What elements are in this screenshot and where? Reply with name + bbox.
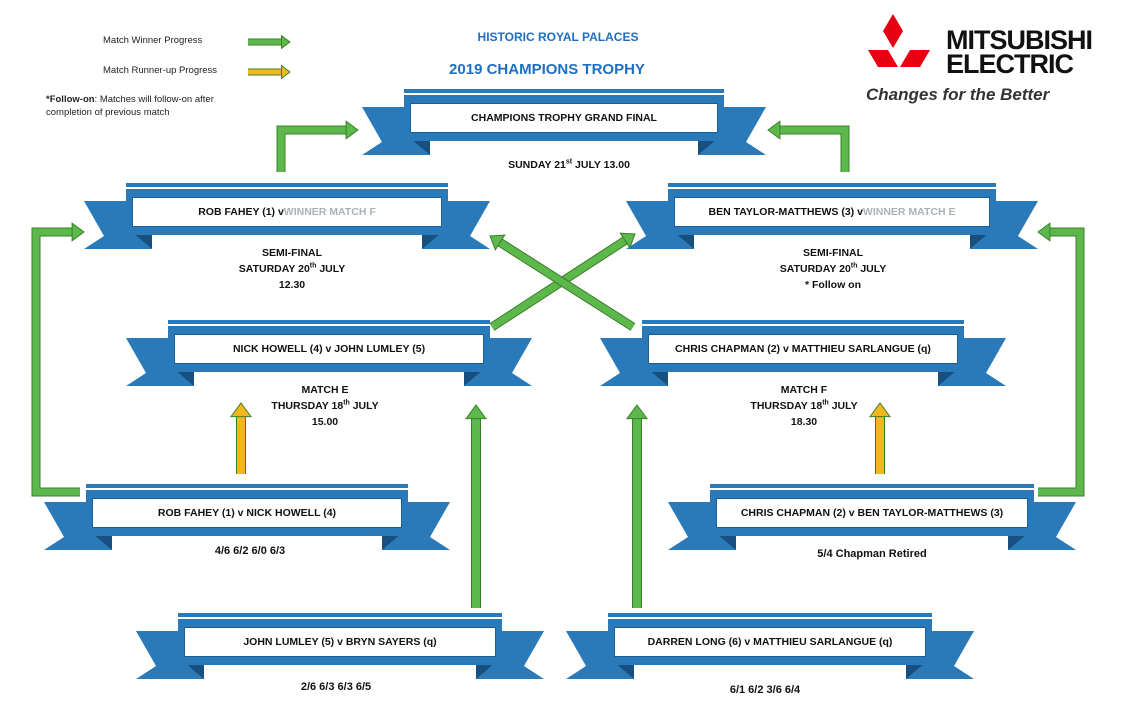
ribbon-banners [44,89,1076,679]
semi-right-info: SEMI-FINAL SATURDAY 20th JULY * Follow o… [779,247,887,291]
legend-followon-note-line2: completion of previous match [46,107,170,118]
semi-right-matchup: BEN TAYLOR-MATTHEWS (3) v WINNER MATCH E [674,197,990,227]
r0-right-score: 6/1 6/2 3/6 6/4 [729,684,801,696]
progress-arrows [31,34,1085,608]
header-org: HISTORIC ROYAL PALACES [477,30,639,44]
match-f-matchup: CHRIS CHAPMAN (2) v MATTHIEU SARLANGUE (… [648,334,958,364]
arrow-semi-right-to-final [767,120,850,172]
legend-winner-label: Match Winner Progress [103,35,203,46]
logo-slogan: Changes for the Better [866,85,1050,104]
mitsubishi-logo-icon [868,14,930,67]
legend-winner-arrow-icon [248,34,291,50]
legend-runnerup-label: Match Runner-up Progress [103,65,218,76]
page-title: 2019 CHAMPIONS TROPHY [449,61,645,78]
arrow-r1-right-to-semi-right [1037,222,1085,497]
logo-wordmark: MITSUBISHI ELECTRIC [946,25,1093,79]
legend-runnerup-arrow-icon [248,64,291,80]
arrow-r0-left-to-match-e [465,404,487,608]
r0-right-matchup: DARREN LONG (6) v MATTHIEU SARLANGUE (q) [614,627,926,657]
r0-left-score: 2/6 6/3 6/3 6/5 [300,681,372,693]
legend-followon-note: *Follow-on: Matches will follow-on after [46,94,214,105]
match-e-matchup: NICK HOWELL (4) v JOHN LUMLEY (5) [174,334,484,364]
arrow-r0-right-to-match-f [626,404,648,608]
r1-right-score: 5/4 Chapman Retired [817,548,927,560]
semi-left-info: SEMI-FINAL SATURDAY 20th JULY 12.30 [238,247,346,291]
arrow-semi-left-to-final [276,120,359,172]
arrow-match-f-to-semi-left [489,234,636,331]
semi-left-matchup: ROB FAHEY (1) v WINNER MATCH F [132,197,442,227]
arrow-r1-right-runnerup-to-match-f [869,402,891,474]
r1-left-score: 4/6 6/2 6/0 6/3 [214,545,286,557]
match-f-info: MATCH F THURSDAY 18th JULY 18.30 [750,384,858,428]
r1-left-matchup: ROB FAHEY (1) v NICK HOWELL (4) [92,498,402,528]
arrow-r1-left-to-semi-left [31,222,85,497]
final-date: SUNDAY 21st JULY 13.00 [508,158,630,172]
r0-left-matchup: JOHN LUMLEY (5) v BRYN SAYERS (q) [184,627,496,657]
match-e-info: MATCH E THURSDAY 18th JULY 15.00 [271,384,379,428]
arrow-r1-left-runnerup-to-match-e [230,402,252,474]
r1-right-matchup: CHRIS CHAPMAN (2) v BEN TAYLOR-MATTHEWS … [716,498,1028,528]
final-title-box: CHAMPIONS TROPHY GRAND FINAL [410,103,718,133]
